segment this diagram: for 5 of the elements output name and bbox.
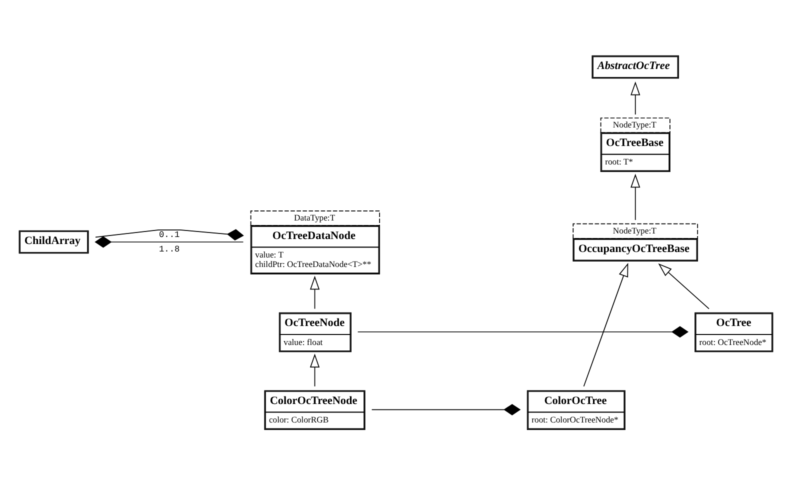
edge-label: 0..1 (159, 230, 180, 240)
node-label: DataType:T (294, 212, 336, 222)
edge-label: 1..8 (159, 244, 180, 255)
node-label: NodeType:T (612, 120, 656, 130)
node-label: NodeType:T (612, 225, 656, 236)
